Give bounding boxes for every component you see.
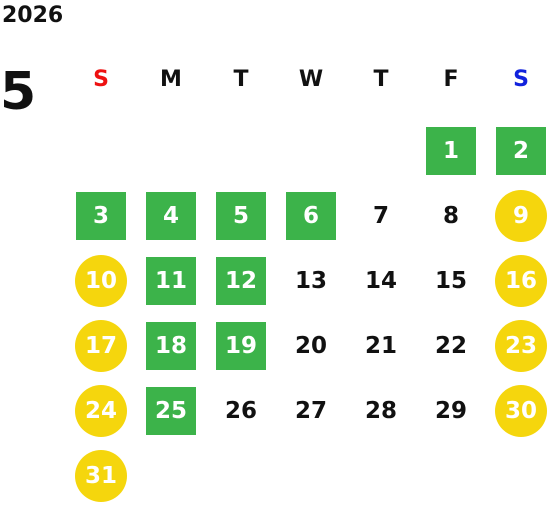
day-cell[interactable]: 19 — [206, 313, 276, 378]
day-cell[interactable]: 6 — [276, 183, 346, 248]
day-number-holiday: 10 — [75, 254, 127, 307]
day-cell[interactable]: 15 — [416, 248, 486, 313]
day-number: 29 — [434, 397, 467, 424]
day-number-holiday: 24 — [75, 384, 127, 437]
day-number-highlighted: 4 — [146, 191, 196, 240]
day-number: 22 — [434, 332, 467, 359]
day-number-highlighted: 6 — [286, 191, 336, 240]
day-cell[interactable]: 29 — [416, 378, 486, 443]
day-cell[interactable]: 27 — [276, 378, 346, 443]
day-cell[interactable]: 18 — [136, 313, 206, 378]
day-number-highlighted: 25 — [146, 386, 196, 435]
day-number-highlighted: 11 — [146, 256, 196, 305]
day-cell[interactable]: 26 — [206, 378, 276, 443]
day-number-holiday: 16 — [495, 254, 547, 307]
day-cell[interactable]: 11 — [136, 248, 206, 313]
weekday-label: T — [233, 67, 249, 92]
day-number-highlighted: 18 — [146, 321, 196, 370]
day-cell[interactable]: 1 — [416, 118, 486, 183]
day-number-highlighted: 12 — [216, 256, 266, 305]
day-number-holiday: 30 — [495, 384, 547, 437]
day-cell[interactable]: 5 — [206, 183, 276, 248]
day-cell[interactable]: 25 — [136, 378, 206, 443]
day-number-holiday: 31 — [75, 449, 127, 502]
day-cell[interactable]: 14 — [346, 248, 416, 313]
day-cell[interactable]: 31 — [66, 443, 136, 508]
day-cell[interactable]: 20 — [276, 313, 346, 378]
day-cell[interactable]: 9 — [486, 183, 548, 248]
day-number: 26 — [224, 397, 257, 424]
day-cell[interactable]: 3 — [66, 183, 136, 248]
day-number-highlighted: 5 — [216, 191, 266, 240]
day-number: 15 — [434, 267, 467, 294]
day-number: 27 — [294, 397, 327, 424]
day-cell[interactable]: 12 — [206, 248, 276, 313]
year-label: 2026 — [2, 3, 64, 28]
day-number-holiday: 9 — [495, 189, 547, 242]
day-number-holiday: 17 — [75, 319, 127, 372]
day-number-highlighted: 19 — [216, 321, 266, 370]
weekday-label: W — [298, 67, 324, 92]
weekday-label: M — [160, 67, 182, 92]
day-number: 7 — [372, 202, 389, 229]
day-cell[interactable]: 13 — [276, 248, 346, 313]
day-cell[interactable]: 22 — [416, 313, 486, 378]
day-number: 13 — [294, 267, 327, 294]
day-number: 21 — [364, 332, 397, 359]
day-cell[interactable]: 17 — [66, 313, 136, 378]
weekday-label: T — [373, 67, 389, 92]
day-number-holiday: 23 — [495, 319, 547, 372]
weekday-label: F — [443, 67, 459, 92]
day-cell[interactable]: 10 — [66, 248, 136, 313]
day-number: 14 — [364, 267, 397, 294]
weekday-label: S — [513, 67, 529, 92]
day-number: 28 — [364, 397, 397, 424]
day-number: 20 — [294, 332, 327, 359]
day-cell[interactable]: 28 — [346, 378, 416, 443]
day-cell[interactable]: 7 — [346, 183, 416, 248]
day-cell[interactable]: 30 — [486, 378, 548, 443]
day-cell[interactable]: 21 — [346, 313, 416, 378]
day-number-highlighted: 1 — [426, 126, 476, 175]
day-cell[interactable]: 4 — [136, 183, 206, 248]
day-cell[interactable]: 8 — [416, 183, 486, 248]
day-cell[interactable]: 16 — [486, 248, 548, 313]
day-cell[interactable]: 2 — [486, 118, 548, 183]
weekday-label: S — [93, 67, 109, 92]
day-number-highlighted: 2 — [496, 126, 546, 175]
month-number: 5 — [0, 62, 37, 122]
day-number-highlighted: 3 — [76, 191, 126, 240]
day-cell[interactable]: 23 — [486, 313, 548, 378]
day-number: 8 — [442, 202, 459, 229]
day-cell[interactable]: 24 — [66, 378, 136, 443]
